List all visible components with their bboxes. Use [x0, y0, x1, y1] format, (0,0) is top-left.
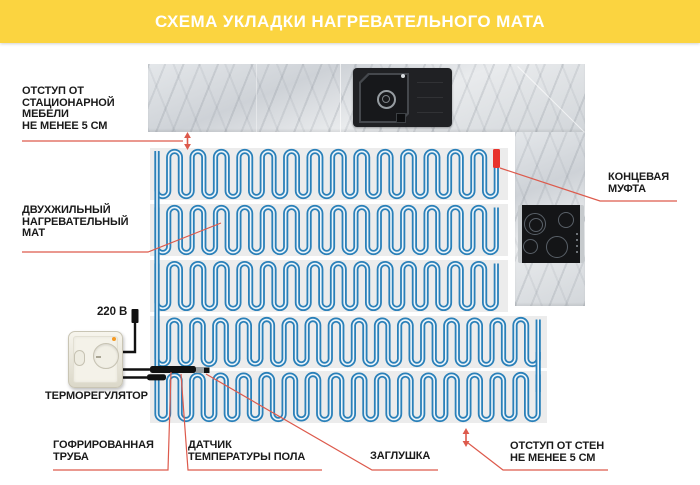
countertop-seam	[340, 64, 341, 132]
annotation-line	[180, 373, 322, 471]
page-title: СХЕМА УКЛАДКИ НАГРЕВАТЕЛЬНОГО МАТА	[155, 11, 545, 31]
label-thermostat: ТЕРМОРЕГУЛЯТОР	[45, 390, 148, 402]
label-wall-gap: ОТСТУП ОТ СТЕН НЕ МЕНЕЕ 5 СМ	[510, 440, 605, 464]
burner-icon	[558, 212, 574, 228]
label-corrugated-tube: ГОФРИРОВАННАЯ ТРУБА	[53, 439, 154, 463]
end-cap	[493, 149, 500, 168]
label-furniture-gap: ОТСТУП ОТ СТАЦИОНАРНОЙ МЕБЕЛИ НЕ МЕНЕЕ 5…	[22, 85, 115, 132]
label-end-coupling: КОНЦЕВАЯ МУФТА	[608, 171, 670, 195]
faucet-hole	[401, 74, 405, 78]
power-cable	[121, 323, 137, 354]
title-banner: СХЕМА УКЛАДКИ НАГРЕВАТЕЛЬНОГО МАТА	[0, 0, 700, 43]
label-heating-mat: ДВУХЖИЛЬНЫЙ НАГРЕВАТЕЛЬНЫЙ МАТ	[22, 204, 129, 240]
burner-icon	[524, 213, 546, 235]
annotation-line	[53, 371, 172, 471]
power-plug	[131, 309, 139, 323]
mat-band-backing	[150, 371, 547, 423]
annotation-line	[467, 442, 608, 471]
cooktop	[518, 205, 584, 263]
annotation-line	[22, 222, 222, 253]
corrugated-tube	[150, 366, 196, 373]
annotation-line	[205, 373, 438, 471]
sink-overflow	[396, 113, 406, 123]
label-plug: ЗАГЛУШКА	[370, 450, 431, 462]
sink-drain-icon	[377, 90, 396, 109]
label-floor-sensor: ДАТЧИК ТЕМПЕРАТУРЫ ПОЛА	[188, 439, 306, 463]
thermostat-dial	[93, 343, 119, 369]
tube-plug	[196, 367, 204, 373]
annotation-line	[499, 167, 677, 202]
thermostat-switch	[74, 350, 85, 366]
mat-band-backing	[150, 316, 547, 368]
label-voltage: 220 В	[97, 306, 128, 318]
burner-icon	[546, 236, 568, 258]
thermostat-led	[112, 337, 116, 341]
thermostat	[68, 331, 123, 388]
countertop-seam	[256, 64, 257, 132]
burner-icon	[523, 239, 538, 254]
kitchen-sink	[353, 68, 452, 127]
floor-sensor	[204, 367, 210, 373]
cable-connector	[147, 374, 166, 381]
